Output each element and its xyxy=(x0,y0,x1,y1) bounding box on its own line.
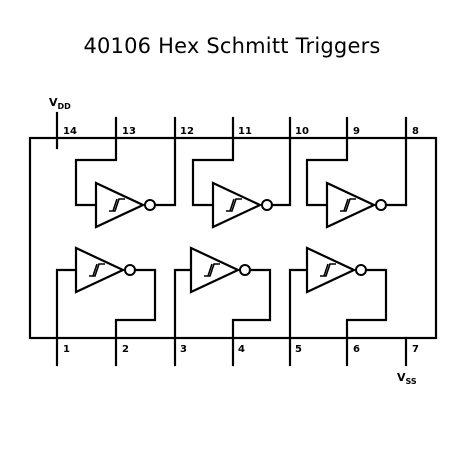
gate-c-input-wire xyxy=(305,136,349,207)
gate-c-triangle xyxy=(325,181,377,229)
schmitt-inverter-gate-c xyxy=(305,136,408,229)
pin-label-5: 5 xyxy=(295,344,302,355)
gate-b-output-wire xyxy=(270,136,292,207)
top-pin-labels: 14 13 12 11 10 9 8 xyxy=(63,126,419,137)
gate-e-output-wire xyxy=(231,268,272,340)
hysteresis-icon xyxy=(89,263,105,277)
pin-label-14: 14 xyxy=(63,126,77,137)
schmitt-inverter-gate-d xyxy=(55,246,157,340)
pin-label-3: 3 xyxy=(180,344,187,355)
gate-d-input-wire xyxy=(55,268,78,340)
pin-label-7: 7 xyxy=(412,344,419,355)
pin-label-12: 12 xyxy=(180,126,194,137)
gate-a-triangle xyxy=(94,181,146,229)
vdd-label: VDD xyxy=(49,96,71,111)
top-pin-legs xyxy=(55,111,408,140)
bottom-pin-labels: 1 2 3 4 5 6 7 xyxy=(63,344,419,355)
pin-label-11: 11 xyxy=(238,126,252,137)
gate-a-inversion-bubble xyxy=(144,199,156,211)
pin-label-1: 1 xyxy=(63,344,70,355)
gate-a-input-wire xyxy=(74,136,118,207)
gate-f-output-wire xyxy=(345,268,388,340)
gate-e-inversion-bubble xyxy=(239,264,251,276)
gate-c-inversion-bubble xyxy=(375,199,387,211)
schmitt-inverter-gate-f xyxy=(288,246,388,340)
bottom-pin-legs xyxy=(55,336,408,367)
pin-label-9: 9 xyxy=(353,126,360,137)
gate-b-inversion-bubble xyxy=(261,199,273,211)
ic-package-outline xyxy=(28,136,438,340)
pin-label-4: 4 xyxy=(238,344,245,355)
hysteresis-icon xyxy=(340,198,356,212)
gate-f-input-wire xyxy=(288,268,309,340)
pin-label-2: 2 xyxy=(122,344,129,355)
hysteresis-icon xyxy=(226,198,242,212)
pin-label-10: 10 xyxy=(295,126,309,137)
hysteresis-icon xyxy=(320,263,336,277)
gate-b-triangle xyxy=(211,181,263,229)
gate-f-inversion-bubble xyxy=(355,264,367,276)
hysteresis-icon xyxy=(109,198,125,212)
gate-d-output-wire xyxy=(114,268,157,340)
gate-b-input-wire xyxy=(191,136,235,207)
diagram-title: 40106 Hex Schmitt Triggers xyxy=(83,34,381,58)
hysteresis-icon xyxy=(204,263,220,277)
schmitt-inverter-gate-b xyxy=(191,136,292,229)
gate-e-triangle xyxy=(189,246,241,294)
schmitt-inverter-gate-e xyxy=(173,246,272,340)
gate-d-inversion-bubble xyxy=(124,264,136,276)
pin-label-13: 13 xyxy=(122,126,136,137)
vss-label: VSS xyxy=(397,371,417,386)
gate-d-triangle xyxy=(74,246,126,294)
gate-e-input-wire xyxy=(173,268,193,340)
pin-label-8: 8 xyxy=(412,126,419,137)
schmitt-inverter-gate-a xyxy=(74,136,177,229)
gate-f-triangle xyxy=(305,246,357,294)
gate-a-output-wire xyxy=(153,136,177,207)
pin-label-6: 6 xyxy=(353,344,360,355)
